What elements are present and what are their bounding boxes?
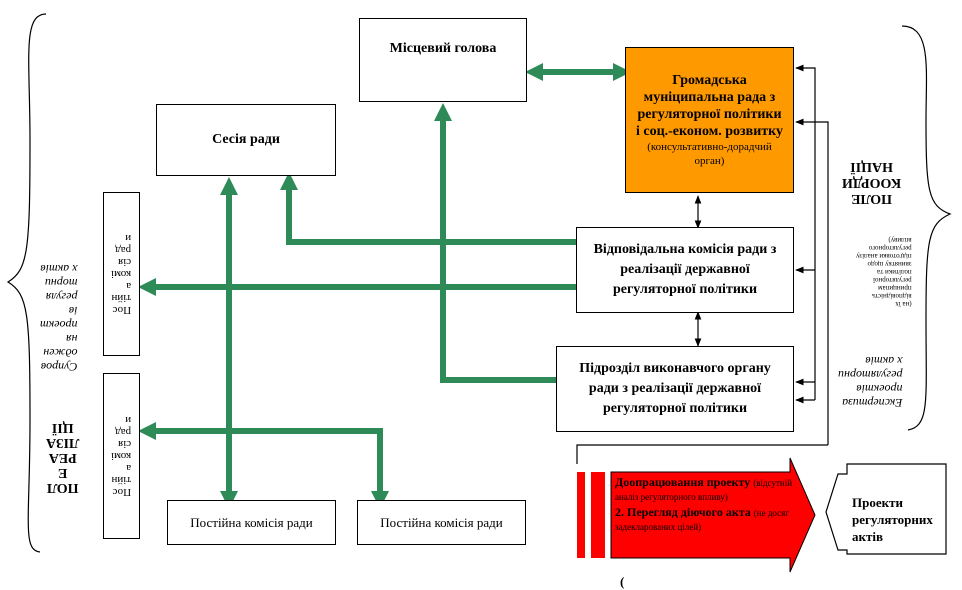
coordination-line-outer — [795, 118, 829, 445]
left-commission-2-label: Пос тійн а комі сія рад и — [111, 414, 132, 498]
standing-commission-1-label: Постійна комісія ради — [190, 514, 313, 530]
red-item1-bold: Доопрацювання проекту — [615, 475, 751, 489]
left-commission-box-1: Пос тійн а комі сія рад и — [103, 192, 140, 356]
left-brace — [6, 13, 47, 553]
red-item1-note: (відсутній аналіз регуляторного впливу) — [615, 478, 793, 502]
executive-unit-label: Підрозділ виконавчого органу ради з реал… — [579, 361, 771, 416]
left-italic-text: Супров оджен ня проект ів регуля торни х… — [40, 262, 78, 374]
civic-council-note: (консультативно-дорадчий орган) — [647, 141, 772, 167]
mayor-box: Місцевий голова — [359, 18, 527, 102]
responsible-commission-label: Відповідальна комісія ради з реалізації … — [593, 242, 777, 297]
draft-acts-arrow — [825, 463, 947, 555]
responsible-commission-box: Відповідальна комісія ради з реалізації … — [576, 227, 794, 313]
standing-commission-2-label: Постійна комісія ради — [380, 514, 503, 530]
standing-commission-2-box: Постійна комісія ради — [357, 500, 526, 545]
right-field-title: ПОЛЕ КООРДИ НАЦІЇ — [842, 159, 902, 206]
executive-unit-box: Підрозділ виконавчого органу ради з реал… — [556, 346, 794, 432]
civic-council-box: Громадська муніципальна рада з регулятор… — [625, 47, 794, 193]
right-italic-text: Експертиза проектів регуляторни х актів — [838, 354, 903, 410]
left-commission-1-label: Пос тійн а комі сія рад и — [111, 232, 132, 316]
red-bar-1 — [577, 472, 585, 558]
right-brace — [901, 25, 952, 431]
red-item2-bold: 2. Перегляд діючого акта — [615, 505, 751, 519]
left-field-title: ПОЛ Е РЕА ЛІЗА ЦІЇ — [46, 420, 80, 495]
mayor-label: Місцевий голова — [389, 41, 497, 56]
red-arrow-paren: ( — [620, 574, 625, 589]
coordination-line-inner — [795, 64, 816, 400]
standing-commission-1-box: Постійна комісія ради — [167, 500, 336, 545]
standing2-leftcommission-connector — [138, 422, 389, 509]
session-box: Сесія ради — [156, 104, 336, 176]
draft-acts-label: Проекти регуляторних актів — [852, 495, 933, 544]
session-label: Сесія ради — [212, 132, 280, 147]
mayor-executive-connector — [434, 103, 556, 383]
red-arrow-shape — [610, 457, 816, 573]
right-small-note: (на їх відповідність принципам регулятор… — [856, 236, 912, 308]
left-commission-box-2: Пос тійн а комі сія рад и — [103, 373, 140, 539]
red-item2-note: (не досяг задекларованих цілей) — [615, 508, 789, 532]
bottom-feedback-line — [576, 444, 828, 464]
civic-council-title: Громадська муніципальна рада з регулятор… — [635, 73, 784, 139]
session-responsible-connector — [280, 172, 576, 245]
red-arrow-text: Доопрацювання проекту (відсутній аналіз … — [615, 476, 793, 534]
red-bar-2 — [591, 472, 605, 558]
